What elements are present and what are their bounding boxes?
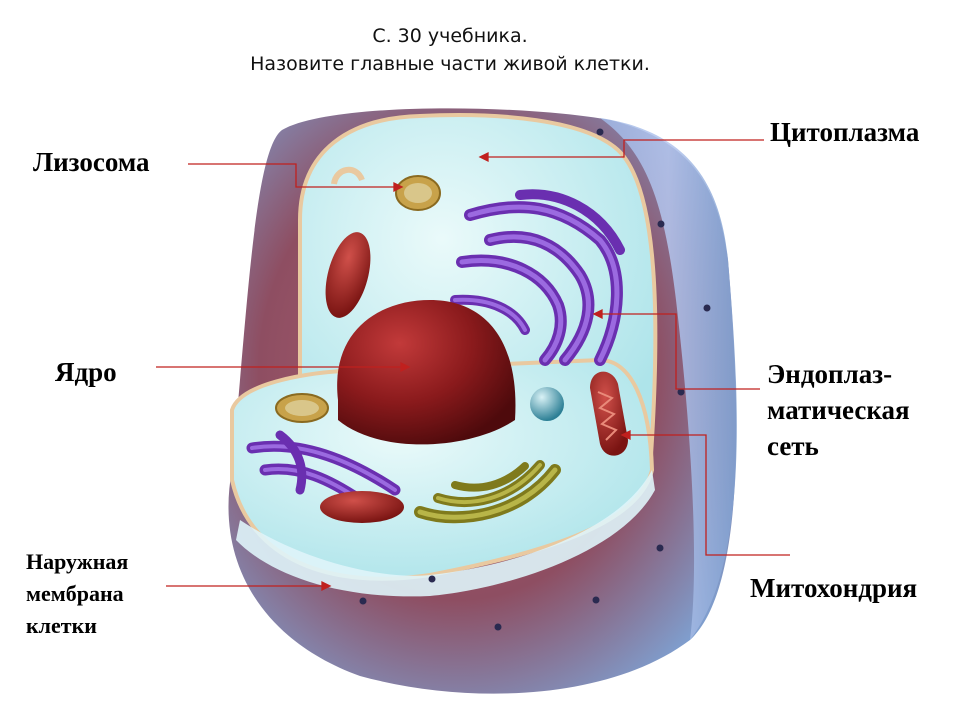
page-title: С. 30 учебника. Назовите главные части ж… <box>0 22 900 78</box>
label-er-line-3: сеть <box>767 431 819 461</box>
nucleus <box>337 300 516 445</box>
leader-cytoplasm <box>484 139 764 158</box>
mitochondrion-right <box>590 371 628 456</box>
label-membrane-line-1: Наружная <box>26 549 129 574</box>
lysosome <box>395 175 441 211</box>
leader-mitochondrion <box>628 434 790 556</box>
label-er-line-2: матическая <box>767 395 910 425</box>
membrane-pores <box>359 128 711 631</box>
mitochondrion-lower <box>320 491 404 523</box>
leader-er <box>600 313 760 390</box>
label-er-line-1: Эндоплаз- <box>767 359 893 389</box>
leader-lysosome <box>188 163 396 188</box>
mitochondrion-upper <box>325 232 371 318</box>
label-membrane-line-2: мембрана <box>26 581 124 606</box>
label-membrane-line-3: клетки <box>26 613 97 638</box>
vacuole <box>530 387 564 421</box>
title-line-1: С. 30 учебника. <box>372 25 528 47</box>
golgi-apparatus <box>414 460 561 524</box>
leader-lines <box>156 139 790 592</box>
title-line-2: Назовите главные части живой клетки. <box>250 53 650 75</box>
label-cytoplasm: Цитоплазма <box>770 117 920 147</box>
label-er: Эндоплаз- матическая сеть <box>767 356 910 464</box>
endoplasmic-reticulum-upper <box>450 189 625 366</box>
label-lysosome: Лизосома <box>33 147 150 177</box>
lysosome-lower <box>275 393 329 423</box>
label-nucleus: Ядро <box>55 357 117 387</box>
label-mitochondrion: Митохондрия <box>750 573 918 603</box>
lysosome-notch <box>331 167 365 185</box>
label-membrane: Наружная мембрана клетки <box>26 546 128 642</box>
